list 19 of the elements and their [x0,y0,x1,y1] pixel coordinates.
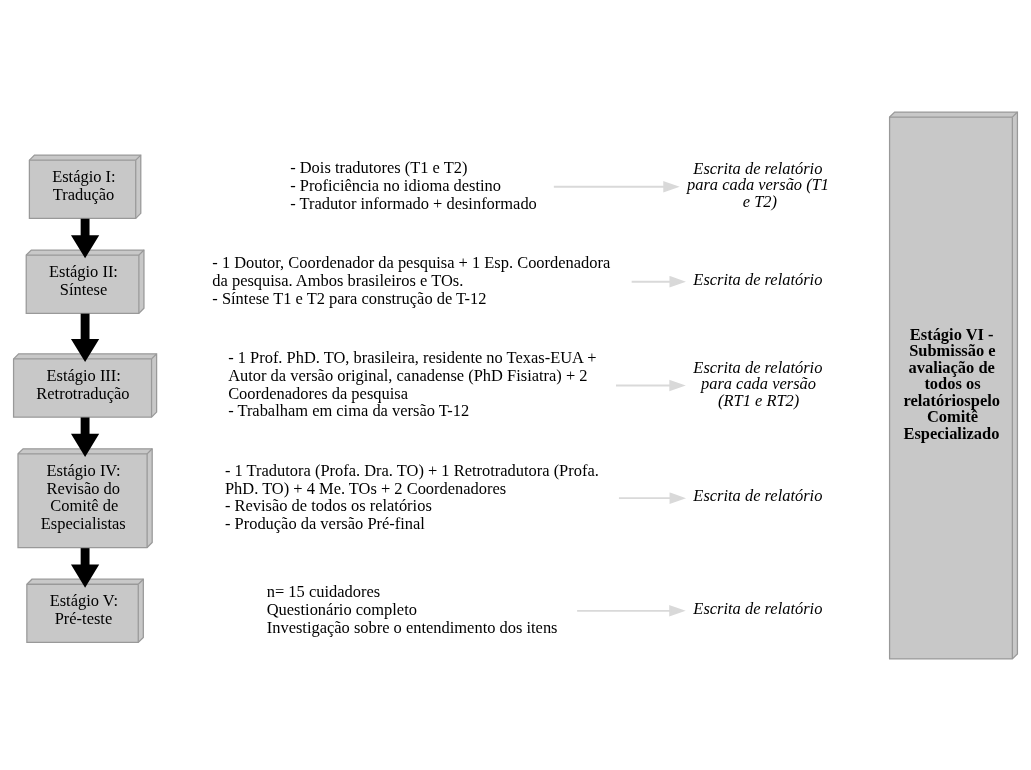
node-text: Escrita de relatório [693,485,823,505]
node-text: - 1 Tradutora (Profa. Dra. TO) + 1 Retrotradutora (Profa. PhD. TO) + 4 Me. TOs + 2 Coordenadores - Revisão de todos os relatórios - Produção da versão Pré-final [224,460,599,533]
arrow [71,218,100,258]
node-text: Escrita de relatório para cada versão (T1 e T2) [687,158,830,211]
arrow [552,180,680,192]
arrow [618,491,687,504]
arrow [71,313,100,362]
node-text: n= 15 cuidadores Questionário completo Investigação sobre o entendimento dos itens [266,581,558,637]
arrow [630,275,686,287]
node-text: - Dois tradutores (T1 e T2) - Proficiência no idioma destino - Tradutor informado + desinformado [290,157,537,213]
arrow [615,379,686,391]
arrow [71,416,100,457]
arrow [576,604,686,617]
arrow [71,547,100,588]
node-text: Escrita de relatório [693,269,823,289]
node-text: - 1 Prof. PhD. TO, brasileira, residente no Texas-EUA + Autor da versão original, canadense (PhD Fisiatra) + 2 Coordenadores da pesquisa - Trabalham em cima da versão T-12 [228,347,597,420]
node-text: Escrita de relatório [693,598,823,618]
node-text: - 1 Doutor, Coordenador da pesquisa + 1 Esp. Coordenadora da pesquisa. Ambos brasileiros e TOs. - Síntese T1 e T2 para construção de T-12 [212,252,611,308]
node-text: Escrita de relatório para cada versão (RT1 e RT2) [693,357,823,410]
